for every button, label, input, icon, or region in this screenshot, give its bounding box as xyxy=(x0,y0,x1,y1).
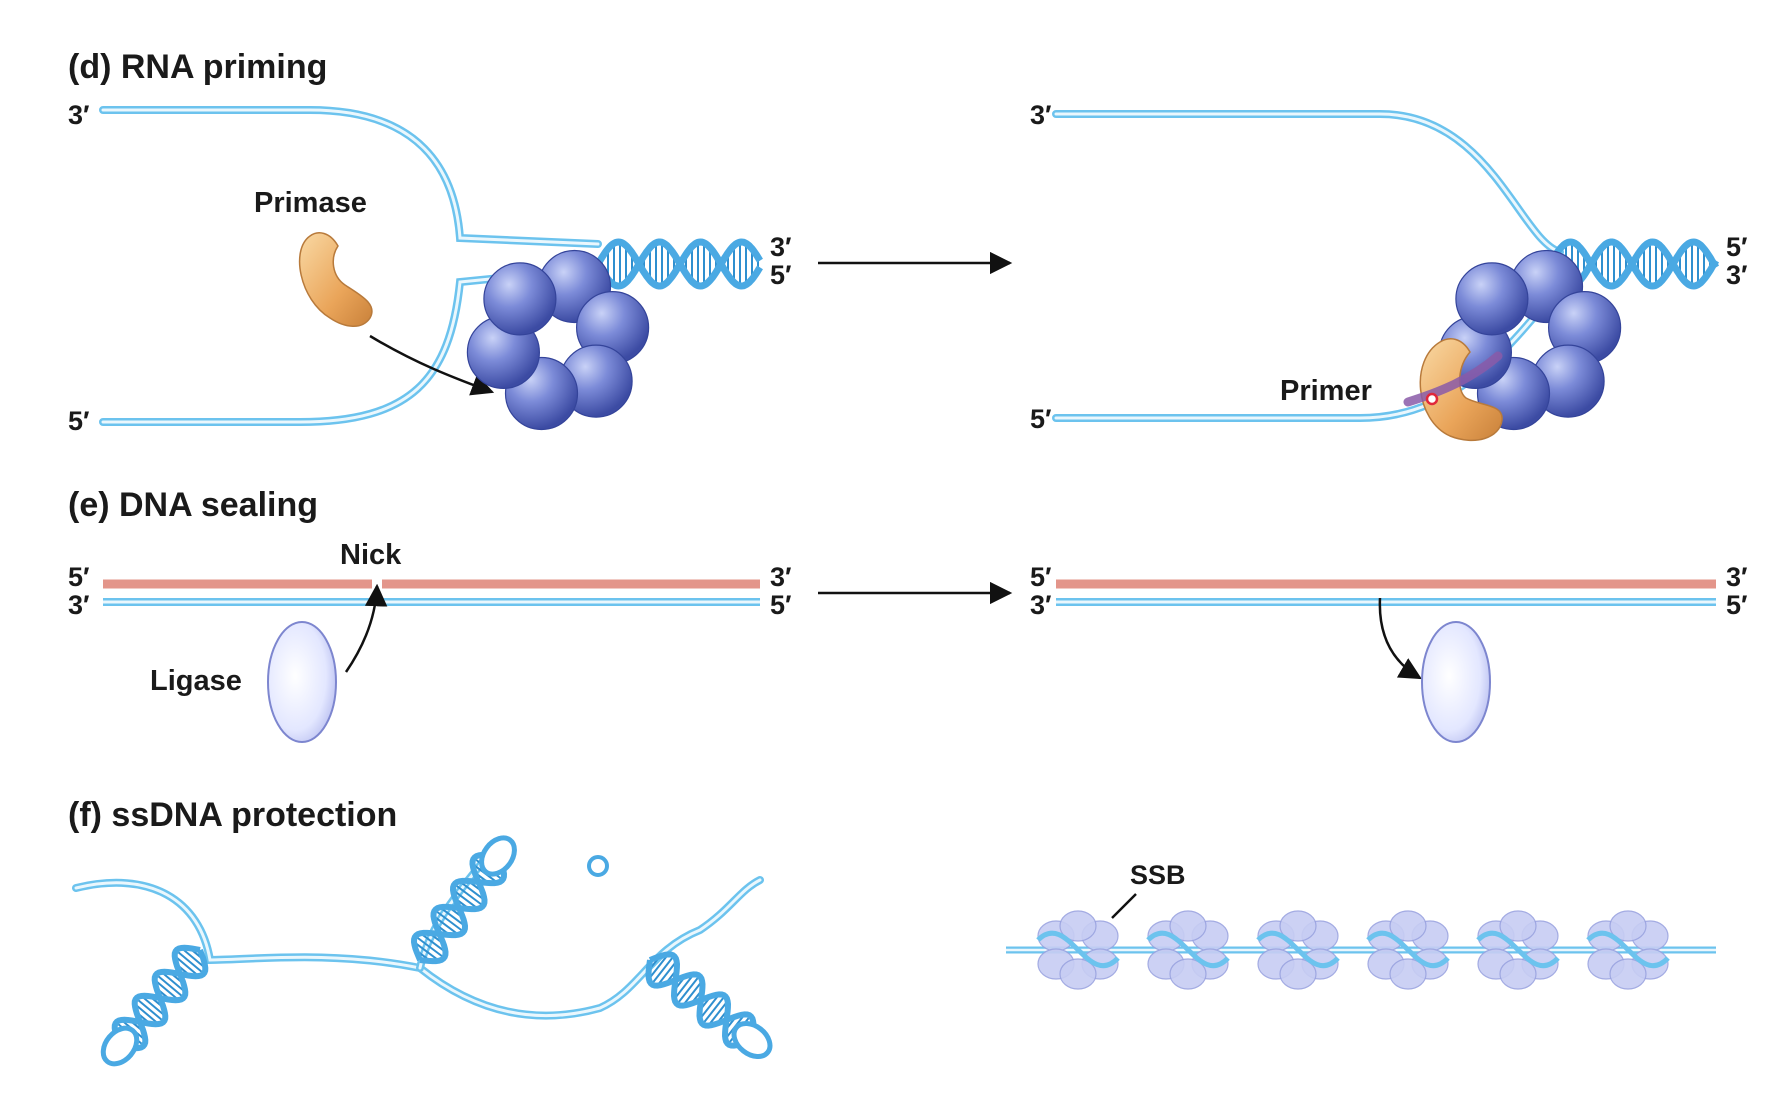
panel-e-dna-sealing: (e) DNA sealing 5′ 3′ 3′ 5′ Nick Ligase … xyxy=(68,486,1748,743)
hairpin-helix xyxy=(645,951,773,1060)
ligase-enzyme xyxy=(267,621,337,743)
panel-d-left-replication-fork xyxy=(99,106,602,426)
ssb-tetramer xyxy=(1146,910,1230,990)
panel-e-left-duplex xyxy=(103,579,760,606)
hairpin-helix xyxy=(100,944,209,1067)
panel-d-right-top-end: 3′ xyxy=(1030,100,1052,130)
panel-e-right-bottom-right-end: 5′ xyxy=(1726,590,1748,620)
panel-f-ssdna-protection: (f) ssDNA protection SSB xyxy=(68,796,1716,1067)
panel-e-title: (e) DNA sealing xyxy=(68,486,318,524)
hairpin-helix xyxy=(410,835,517,965)
ssb-tetramer xyxy=(1256,910,1340,990)
ssb-coated-ssdna xyxy=(1006,910,1716,990)
curved-arrow-icon xyxy=(1378,597,1422,680)
panel-d-left-bottom-end: 5′ xyxy=(68,406,90,436)
unprotected-ssdna xyxy=(72,836,764,1020)
panel-d-right-helix-bottom-end: 3′ xyxy=(1726,260,1748,290)
panel-d-rna-priming: (d) RNA priming 3′ 5′ 3′ 5′ Primase xyxy=(68,48,1748,442)
helicase-subunit xyxy=(483,262,557,336)
helix-left-strand xyxy=(595,238,763,290)
ssb-pointer xyxy=(1111,893,1137,919)
ssb-label: SSB xyxy=(1130,860,1186,890)
panel-d-title: (d) RNA priming xyxy=(68,48,327,86)
helicase-subunit xyxy=(1455,262,1529,336)
helicase-ring-left xyxy=(466,249,650,431)
panel-e-left-bottom-right-end: 5′ xyxy=(770,590,792,620)
nick-label: Nick xyxy=(340,539,402,571)
panel-d-left-helix-bottom-end: 5′ xyxy=(770,260,792,290)
panel-e-right-top-left-end: 5′ xyxy=(1030,562,1052,592)
panel-d-right-bottom-end: 5′ xyxy=(1030,404,1052,434)
rna-primer xyxy=(1403,351,1503,407)
panel-e-right-bottom-left-end: 3′ xyxy=(1030,590,1052,620)
primer-label: Primer xyxy=(1280,375,1372,407)
panel-e-left-top-right-end: 3′ xyxy=(770,562,792,592)
ligase-released xyxy=(1421,621,1491,743)
ligase-label: Ligase xyxy=(150,665,242,697)
primase-bound xyxy=(1419,338,1503,442)
primase-protein xyxy=(298,232,373,327)
helicase-ring-right xyxy=(1438,249,1622,431)
panel-d-left-top-end: 3′ xyxy=(68,100,90,130)
panel-e-right-duplex xyxy=(1056,579,1716,606)
curved-arrow-icon xyxy=(369,334,495,396)
panel-f-title: (f) ssDNA protection xyxy=(68,796,397,834)
ssdna-hairpins xyxy=(100,835,773,1067)
helix-right-strand xyxy=(1547,238,1720,290)
panel-d-left-helix-top-end: 3′ xyxy=(770,232,792,262)
panel-e-left-bottom-left-end: 3′ xyxy=(68,590,90,620)
ssb-proteins xyxy=(1036,910,1670,990)
ssb-tetramer xyxy=(1586,910,1670,990)
curved-arrow-icon xyxy=(344,583,388,673)
panel-e-left-top-left-end: 5′ xyxy=(68,562,90,592)
ssb-tetramer xyxy=(1366,910,1450,990)
ssb-tetramer xyxy=(1476,910,1560,990)
panel-e-right-top-right-end: 3′ xyxy=(1726,562,1748,592)
double-helix-left xyxy=(595,238,763,290)
panel-d-right-helix-top-end: 5′ xyxy=(1726,232,1748,262)
small-loop-icon xyxy=(587,855,609,877)
primase-label: Primase xyxy=(254,187,367,219)
ssb-tetramer xyxy=(1036,910,1120,990)
